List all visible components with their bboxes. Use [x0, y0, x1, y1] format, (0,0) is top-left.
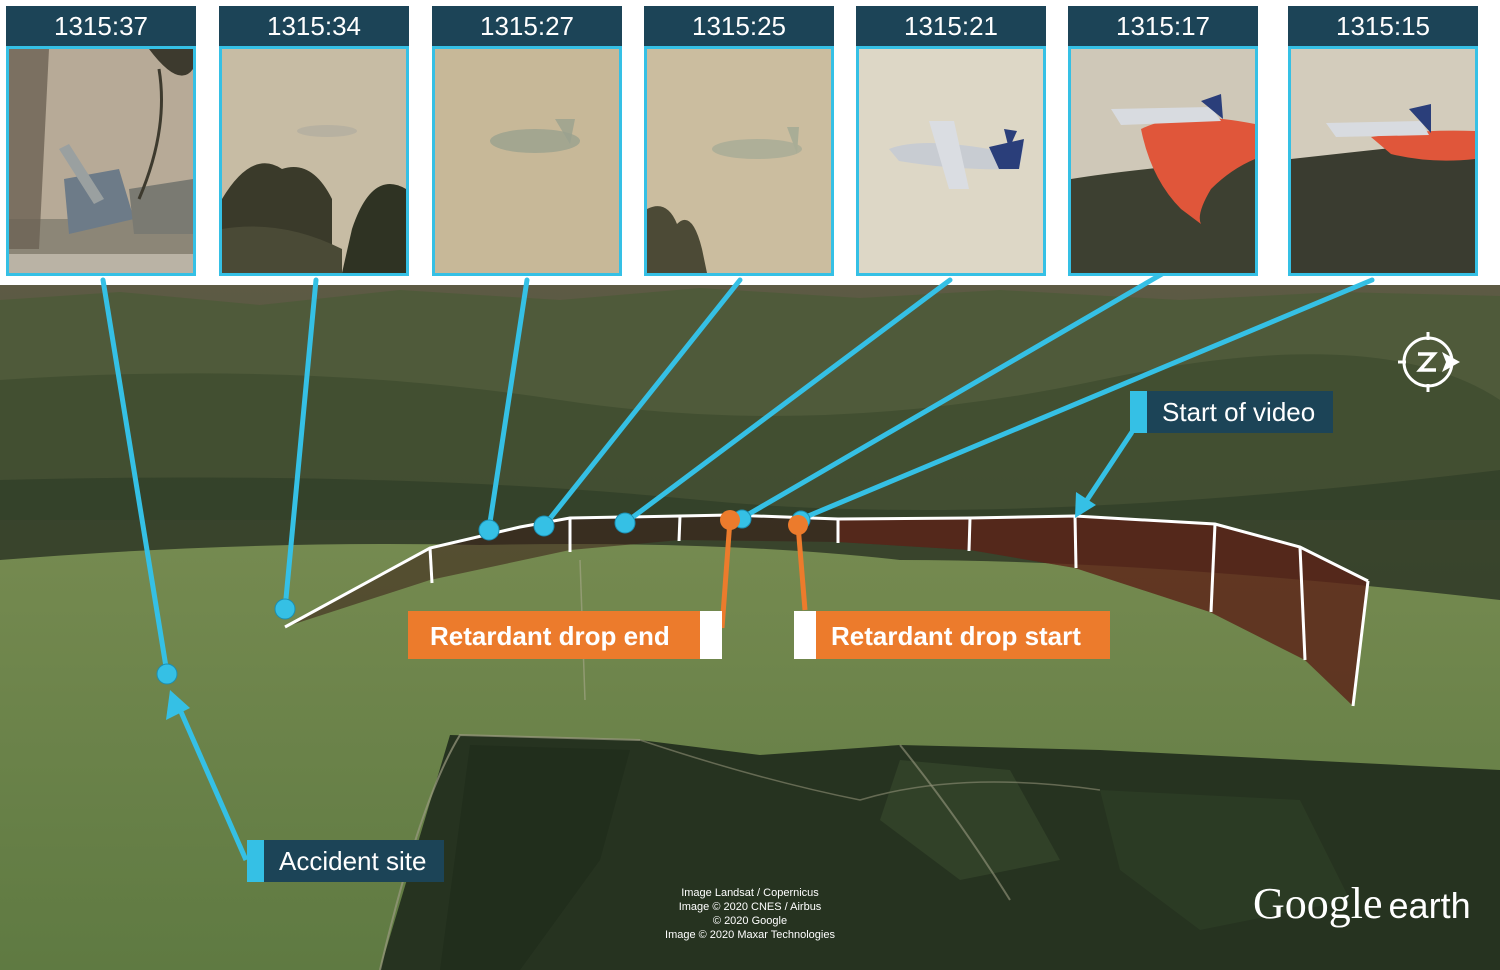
- label-tab: [700, 611, 722, 659]
- retardant-drop-end-text: Retardant drop end: [430, 621, 670, 651]
- arrow-start-of-video: [1075, 492, 1096, 518]
- credit-line: Image Landsat / Copernicus: [681, 887, 819, 899]
- retardant-markers: [719, 510, 808, 629]
- frame-timestamp: 1315:27: [432, 6, 622, 46]
- frame-timestamp: 1315:15: [1288, 6, 1478, 46]
- frame-photo: [6, 46, 196, 276]
- frame-1315-15: 1315:15: [1288, 6, 1478, 276]
- credit-line: Image © 2020 Maxar Technologies: [665, 929, 835, 941]
- frame-photo: [432, 46, 622, 276]
- flight-path: [284, 513, 1370, 707]
- label-tab: [794, 611, 816, 659]
- leader-lines: [100, 271, 1375, 676]
- frame-1315-34: 1315:34: [219, 6, 409, 276]
- retardant-drop-start-label: Retardant drop start: [794, 611, 1110, 659]
- frame-1315-21: 1315:21: [856, 6, 1046, 276]
- logo-google: Google: [1253, 879, 1383, 928]
- frame-timestamp: 1315:34: [219, 6, 409, 46]
- arrow-accident-site: [166, 690, 190, 720]
- frame-1315-37: 1315:37: [6, 6, 196, 276]
- frame-timestamp: 1315:25: [644, 6, 834, 46]
- credit-line: Image © 2020 CNES / Airbus: [678, 901, 822, 913]
- accident-site-text: Accident site: [279, 846, 427, 876]
- compass-icon[interactable]: [1394, 328, 1462, 401]
- start-of-video-label: Start of video: [1130, 391, 1334, 433]
- frame-1315-17: 1315:17: [1068, 6, 1258, 276]
- frame-photo: [1068, 46, 1258, 276]
- frame-photo: [856, 46, 1046, 276]
- frame-1315-25: 1315:25: [644, 6, 834, 276]
- credit-line: © 2020 Google: [712, 915, 788, 927]
- frame-timestamp: 1315:17: [1068, 6, 1258, 46]
- imagery-credits: Image Landsat / Copernicus Image © 2020 …: [640, 886, 860, 942]
- start-of-video-text: Start of video: [1162, 397, 1316, 427]
- accident-site-label: Accident site: [247, 840, 445, 882]
- retardant-drop-end-label: Retardant drop end: [408, 611, 722, 659]
- frame-1315-27: 1315:27: [432, 6, 622, 276]
- label-tab: [247, 840, 264, 882]
- frame-timestamp: 1315:21: [856, 6, 1046, 46]
- retardant-drop-start-text: Retardant drop start: [831, 621, 1081, 651]
- label-tab: [1130, 391, 1147, 433]
- frame-photo: [644, 46, 834, 276]
- frame-photo: [1288, 46, 1478, 276]
- logo-earth: earth: [1388, 885, 1471, 926]
- frame-photo: [219, 46, 409, 276]
- frame-timestamp: 1315:37: [6, 6, 196, 46]
